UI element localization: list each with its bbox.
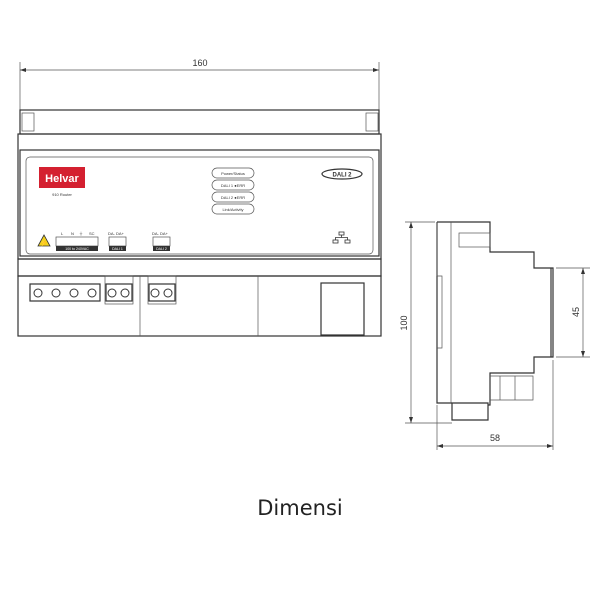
svg-text:100 to 240VAC: 100 to 240VAC <box>65 247 89 251</box>
svg-text:L: L <box>61 231 64 236</box>
depth-label: 58 <box>490 433 500 443</box>
indicator-link-activity: Link/Activity <box>222 207 243 212</box>
front-view: Helvar 910 Router Power/Status DALI 1 ●E… <box>17 109 382 337</box>
depth-dimension: 58 <box>436 360 554 450</box>
helvar-logo <box>39 167 85 188</box>
dali2-connector: DA- DA+ DALI 2 <box>152 231 171 251</box>
front-height-label: 45 <box>571 307 581 317</box>
mains-connector: L N ⏚ SC 100 to 240VAC <box>55 230 99 251</box>
svg-text:⏚: ⏚ <box>79 230 83 236</box>
indicator-power-status: Power/Status <box>221 171 245 176</box>
front-height-dimension: 45 <box>556 267 590 358</box>
width-dimension: 160 <box>19 58 380 110</box>
svg-text:SC: SC <box>89 231 95 236</box>
model-label: 910 Router <box>52 192 72 197</box>
svg-text:DALI 2: DALI 2 <box>156 247 167 251</box>
warning-icon <box>37 234 51 247</box>
svg-text:DALI 1: DALI 1 <box>112 247 123 251</box>
indicator-dali1: DALI 1 ●ERR <box>221 183 245 188</box>
dali-logo <box>321 168 363 180</box>
height-dimension: 100 <box>399 221 452 424</box>
svg-text:N: N <box>71 231 74 236</box>
caption: Dimensi <box>257 496 343 520</box>
indicator-dali2: DALI 2 ●ERR <box>221 195 245 200</box>
dali1-connector: DA- DA+ DALI 1 <box>108 231 127 251</box>
brand-text: Helvar <box>45 173 79 185</box>
side-view <box>436 221 554 421</box>
width-label: 160 <box>192 58 207 68</box>
indicator-panel: Power/Status DALI 1 ●ERR DALI 2 ●ERR Lin… <box>211 167 255 215</box>
dali-logo-text: DALI 2 <box>332 173 352 179</box>
svg-text:⚡: ⚡ <box>40 238 49 247</box>
network-icon <box>332 231 351 244</box>
svg-text:DA- DA+: DA- DA+ <box>108 231 125 236</box>
svg-text:DA- DA+: DA- DA+ <box>152 231 169 236</box>
height-label: 100 <box>399 315 409 330</box>
